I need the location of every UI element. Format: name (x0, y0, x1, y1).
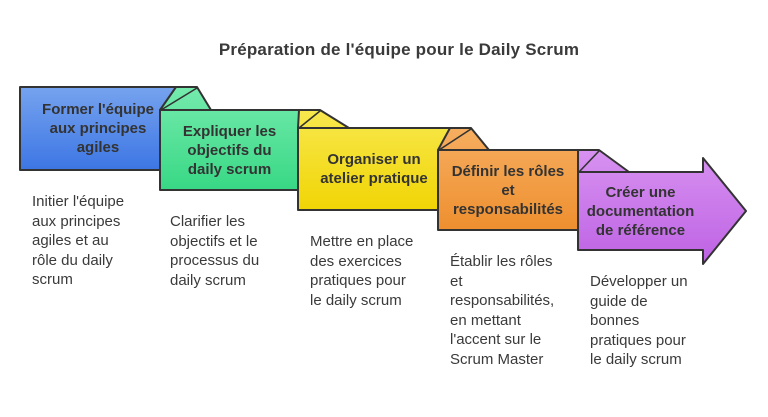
step-2-crease (160, 87, 198, 111)
step-5-crease (578, 150, 600, 173)
step-2-description: Clarifier les objectifs et le processus … (170, 213, 260, 289)
step-3-crease (298, 110, 321, 129)
step-3-fold (297, 109, 350, 129)
step-5-arrow (577, 157, 747, 265)
step-1-box (19, 86, 177, 171)
step-1-description: Initier l'équipe aux principes agiles et… (32, 193, 125, 288)
step-5-fold (577, 149, 630, 173)
step-4-crease (438, 128, 472, 151)
step-2-box (159, 109, 300, 191)
step-5-description: Développer un guide de bonnes pratiques … (590, 273, 688, 368)
step-4-box (437, 149, 579, 231)
step-3-description: Mettre en place des exercices pratiques … (310, 233, 414, 309)
diagram-title: Préparation de l'équipe pour le Daily Sc… (218, 40, 580, 59)
step-3-box (297, 127, 451, 211)
step-4-description: Établir les rôles et responsabilités, en… (450, 253, 555, 368)
